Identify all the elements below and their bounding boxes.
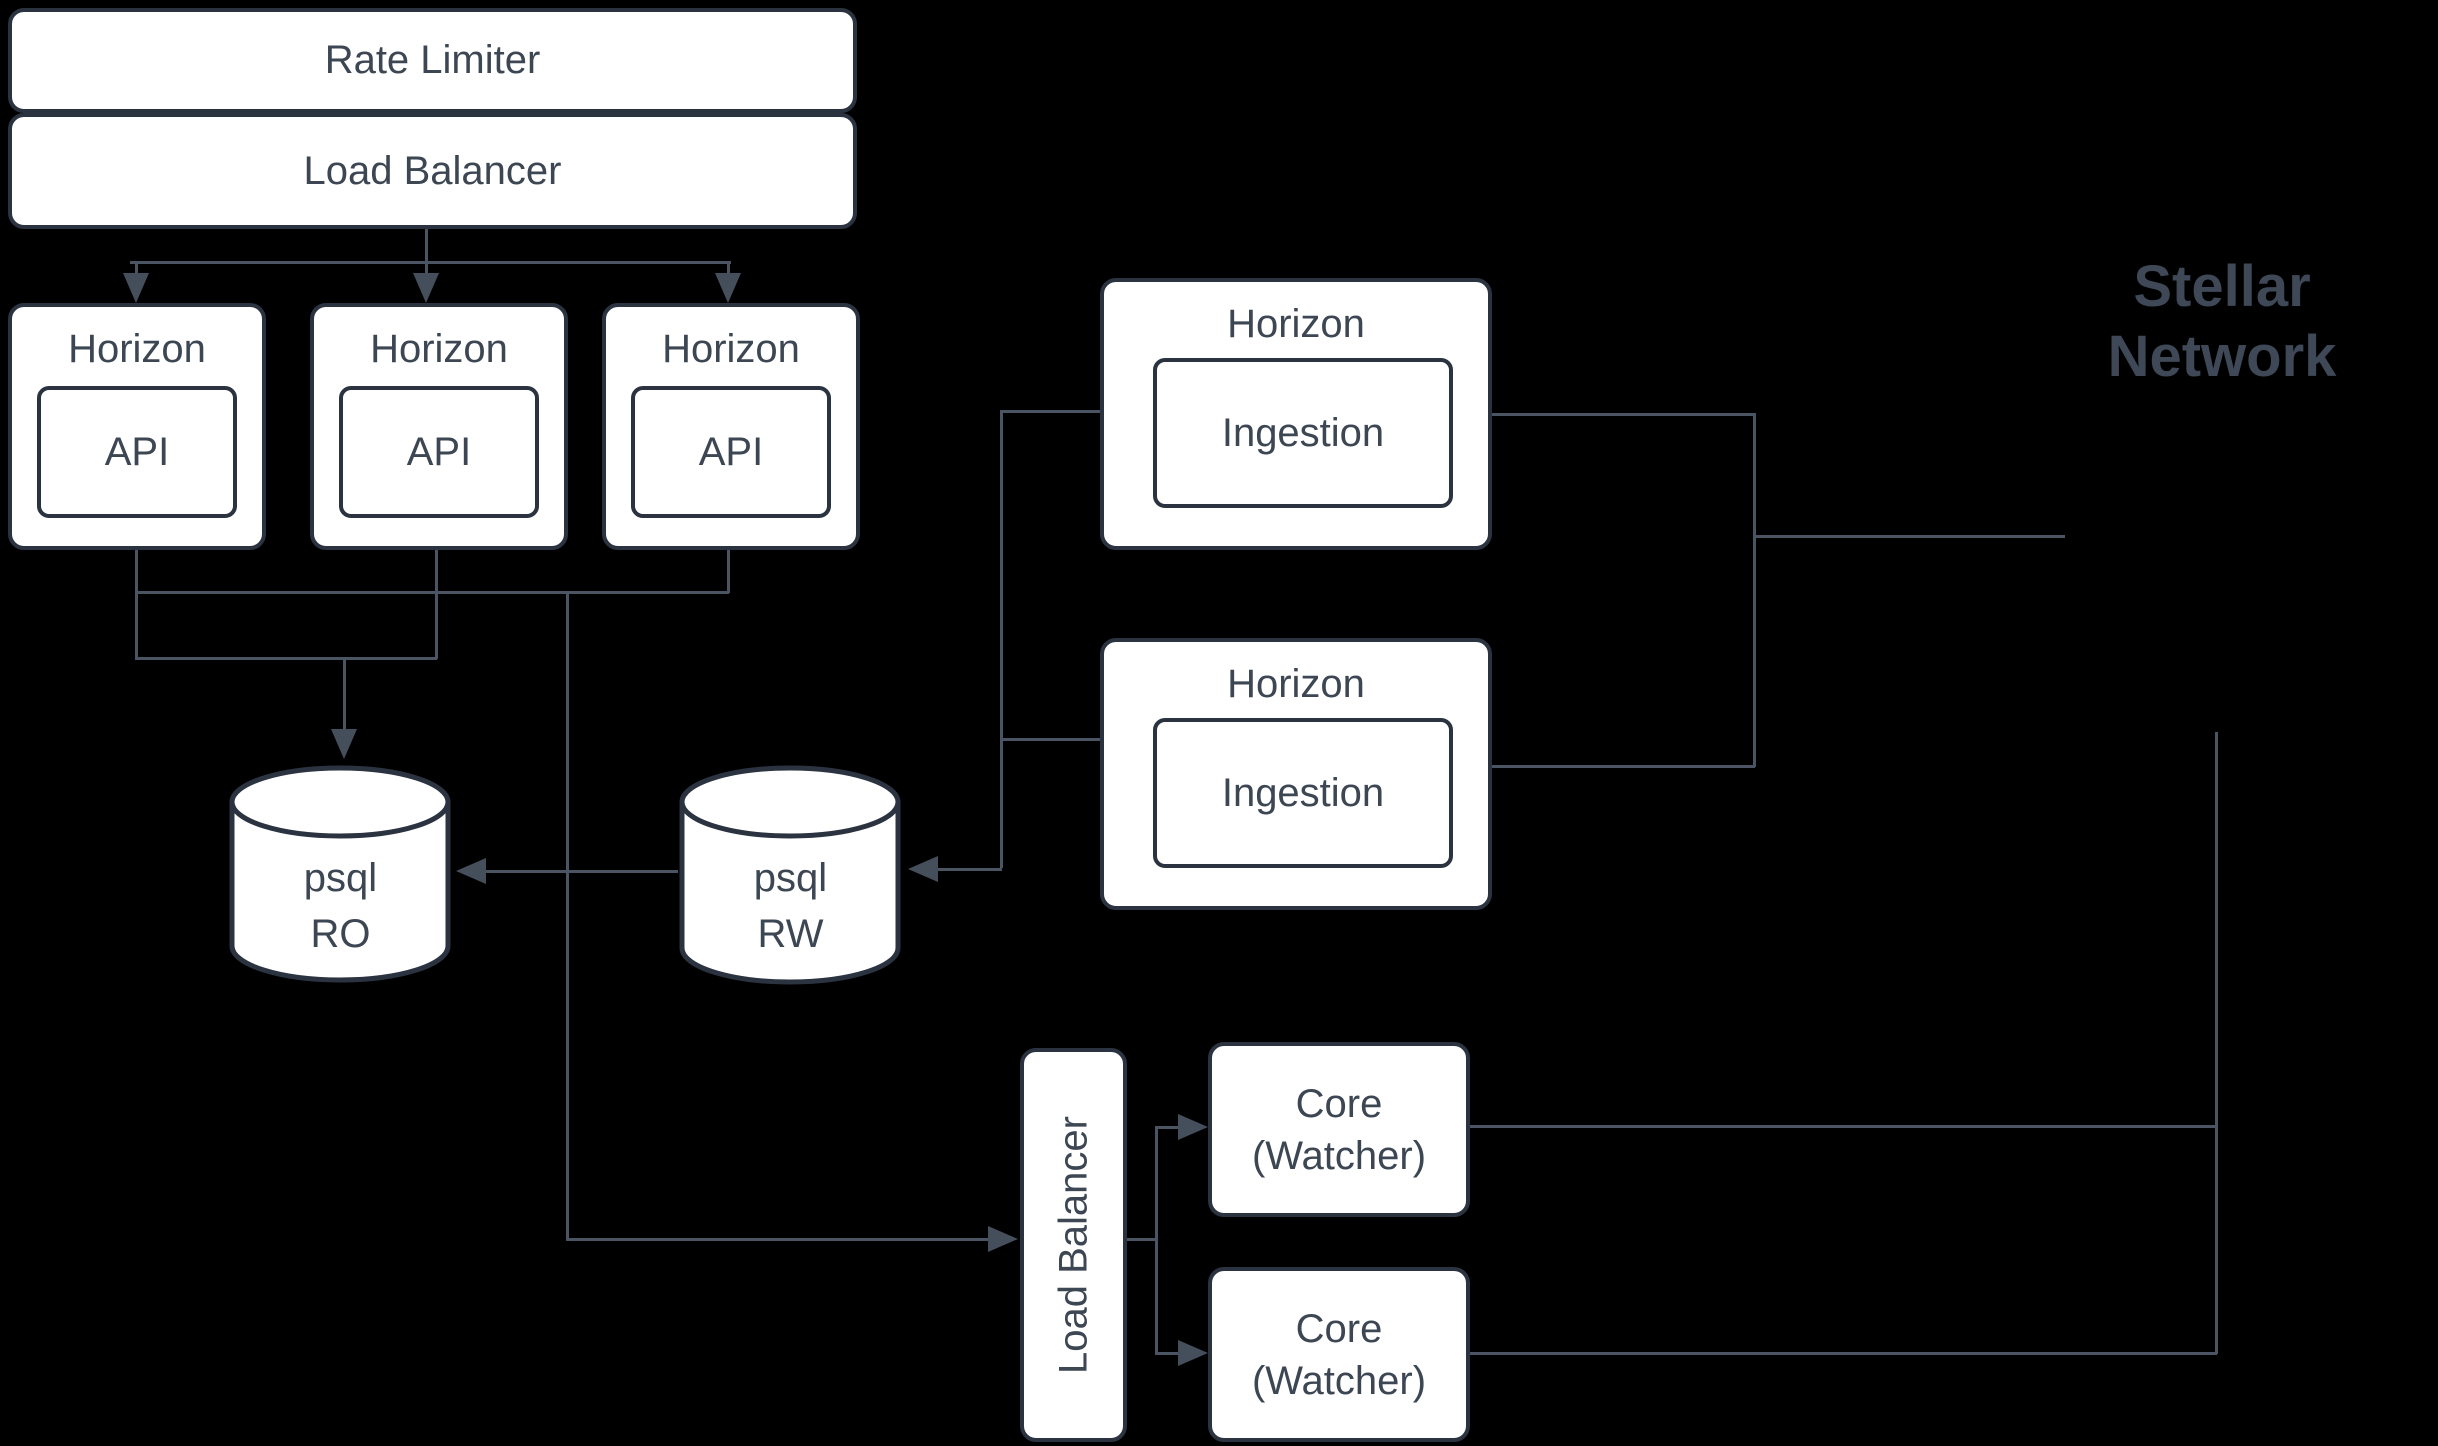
horizon-api-node-1: Horizon API — [8, 303, 266, 550]
arrowhead-right-icon — [1178, 1340, 1208, 1366]
connector-line — [1127, 1238, 1157, 1241]
horizon-ingestion-node-2: Horizon Ingestion — [1100, 638, 1492, 910]
core-watcher-node-1: Core (Watcher) — [1208, 1042, 1470, 1217]
connector-line — [1492, 765, 1755, 768]
connector-line — [425, 261, 428, 275]
horizon-api-node-3: Horizon API — [602, 303, 860, 550]
connector-line — [1470, 1352, 2217, 1355]
connector-line — [1753, 535, 2065, 538]
connector-line — [1000, 738, 1100, 741]
ingestion-box: Ingestion — [1153, 358, 1453, 508]
connector-line — [2215, 732, 2218, 1354]
horizon-title: Horizon — [662, 327, 800, 371]
load-balancer-core-node: Load Balancer — [1020, 1048, 1127, 1442]
arrowhead-down-icon — [123, 273, 149, 303]
connector-line — [486, 870, 678, 873]
rate-limiter-label: Rate Limiter — [324, 38, 541, 82]
connector-line — [343, 657, 346, 729]
connector-line — [135, 657, 437, 660]
api-label: API — [104, 429, 170, 474]
connector-line — [1155, 1126, 1178, 1129]
core-watcher-label: (Watcher) — [1251, 1133, 1427, 1178]
core-watcher-label: (Watcher) — [1251, 1358, 1427, 1403]
load-balancer-core-label: Load Balancer — [1051, 1116, 1095, 1374]
connector-line — [938, 868, 1002, 871]
cylinder-shape — [679, 765, 901, 985]
arrowhead-right-icon — [1178, 1114, 1208, 1140]
arrowhead-down-icon — [331, 729, 357, 759]
core-watcher-label: Core — [1295, 1306, 1383, 1351]
connector-line — [1000, 410, 1100, 413]
core-watcher-node-2: Core (Watcher) — [1208, 1267, 1470, 1442]
api-label: API — [406, 429, 472, 474]
connector-line — [1470, 1125, 2217, 1128]
connector-line — [425, 229, 428, 263]
connector-line — [1753, 413, 1756, 767]
ingestion-label: Ingestion — [1221, 410, 1385, 455]
connector-line — [135, 550, 138, 659]
psql-ro-label: psql RO — [303, 856, 378, 956]
psql-ro-database: psql RO — [228, 762, 453, 985]
connector-line — [566, 1238, 990, 1241]
arrowhead-right-icon — [988, 1226, 1018, 1252]
arrowhead-left-icon — [456, 858, 486, 884]
api-box: API — [37, 386, 237, 518]
horizon-title: Horizon — [1227, 302, 1365, 346]
api-box: API — [339, 386, 539, 518]
api-box: API — [631, 386, 831, 518]
arrowhead-down-icon — [715, 273, 741, 303]
horizon-title: Horizon — [1227, 662, 1365, 706]
api-label: API — [698, 429, 764, 474]
load-balancer-top-node: Load Balancer — [8, 113, 857, 229]
stellar-network-label: Stellar Network — [2107, 254, 2337, 389]
connector-line — [1000, 412, 1003, 868]
arrowhead-down-icon — [413, 273, 439, 303]
ingestion-box: Ingestion — [1153, 718, 1453, 868]
connector-line — [727, 550, 730, 593]
connector-line — [435, 550, 438, 659]
connector-line — [135, 261, 138, 275]
arrowhead-left-icon — [908, 856, 938, 882]
load-balancer-top-label: Load Balancer — [303, 148, 562, 193]
core-watcher-label: Core — [1295, 1081, 1383, 1126]
connector-line — [135, 591, 729, 594]
psql-rw-label: psql RW — [753, 856, 828, 956]
horizon-title: Horizon — [370, 327, 508, 371]
connector-line — [1155, 1126, 1158, 1354]
connector-line — [566, 591, 569, 1240]
connector-line — [727, 261, 730, 275]
horizon-api-node-2: Horizon API — [310, 303, 568, 550]
connector-line — [130, 261, 731, 264]
cylinder-shape — [229, 765, 451, 983]
connector-line — [1492, 413, 1755, 416]
rate-limiter-node: Rate Limiter — [8, 8, 857, 113]
ingestion-label: Ingestion — [1221, 770, 1385, 815]
horizon-ingestion-node-1: Horizon Ingestion — [1100, 278, 1492, 550]
psql-rw-database: psql RW — [678, 762, 903, 987]
connector-line — [1155, 1352, 1178, 1355]
horizon-title: Horizon — [68, 327, 206, 371]
